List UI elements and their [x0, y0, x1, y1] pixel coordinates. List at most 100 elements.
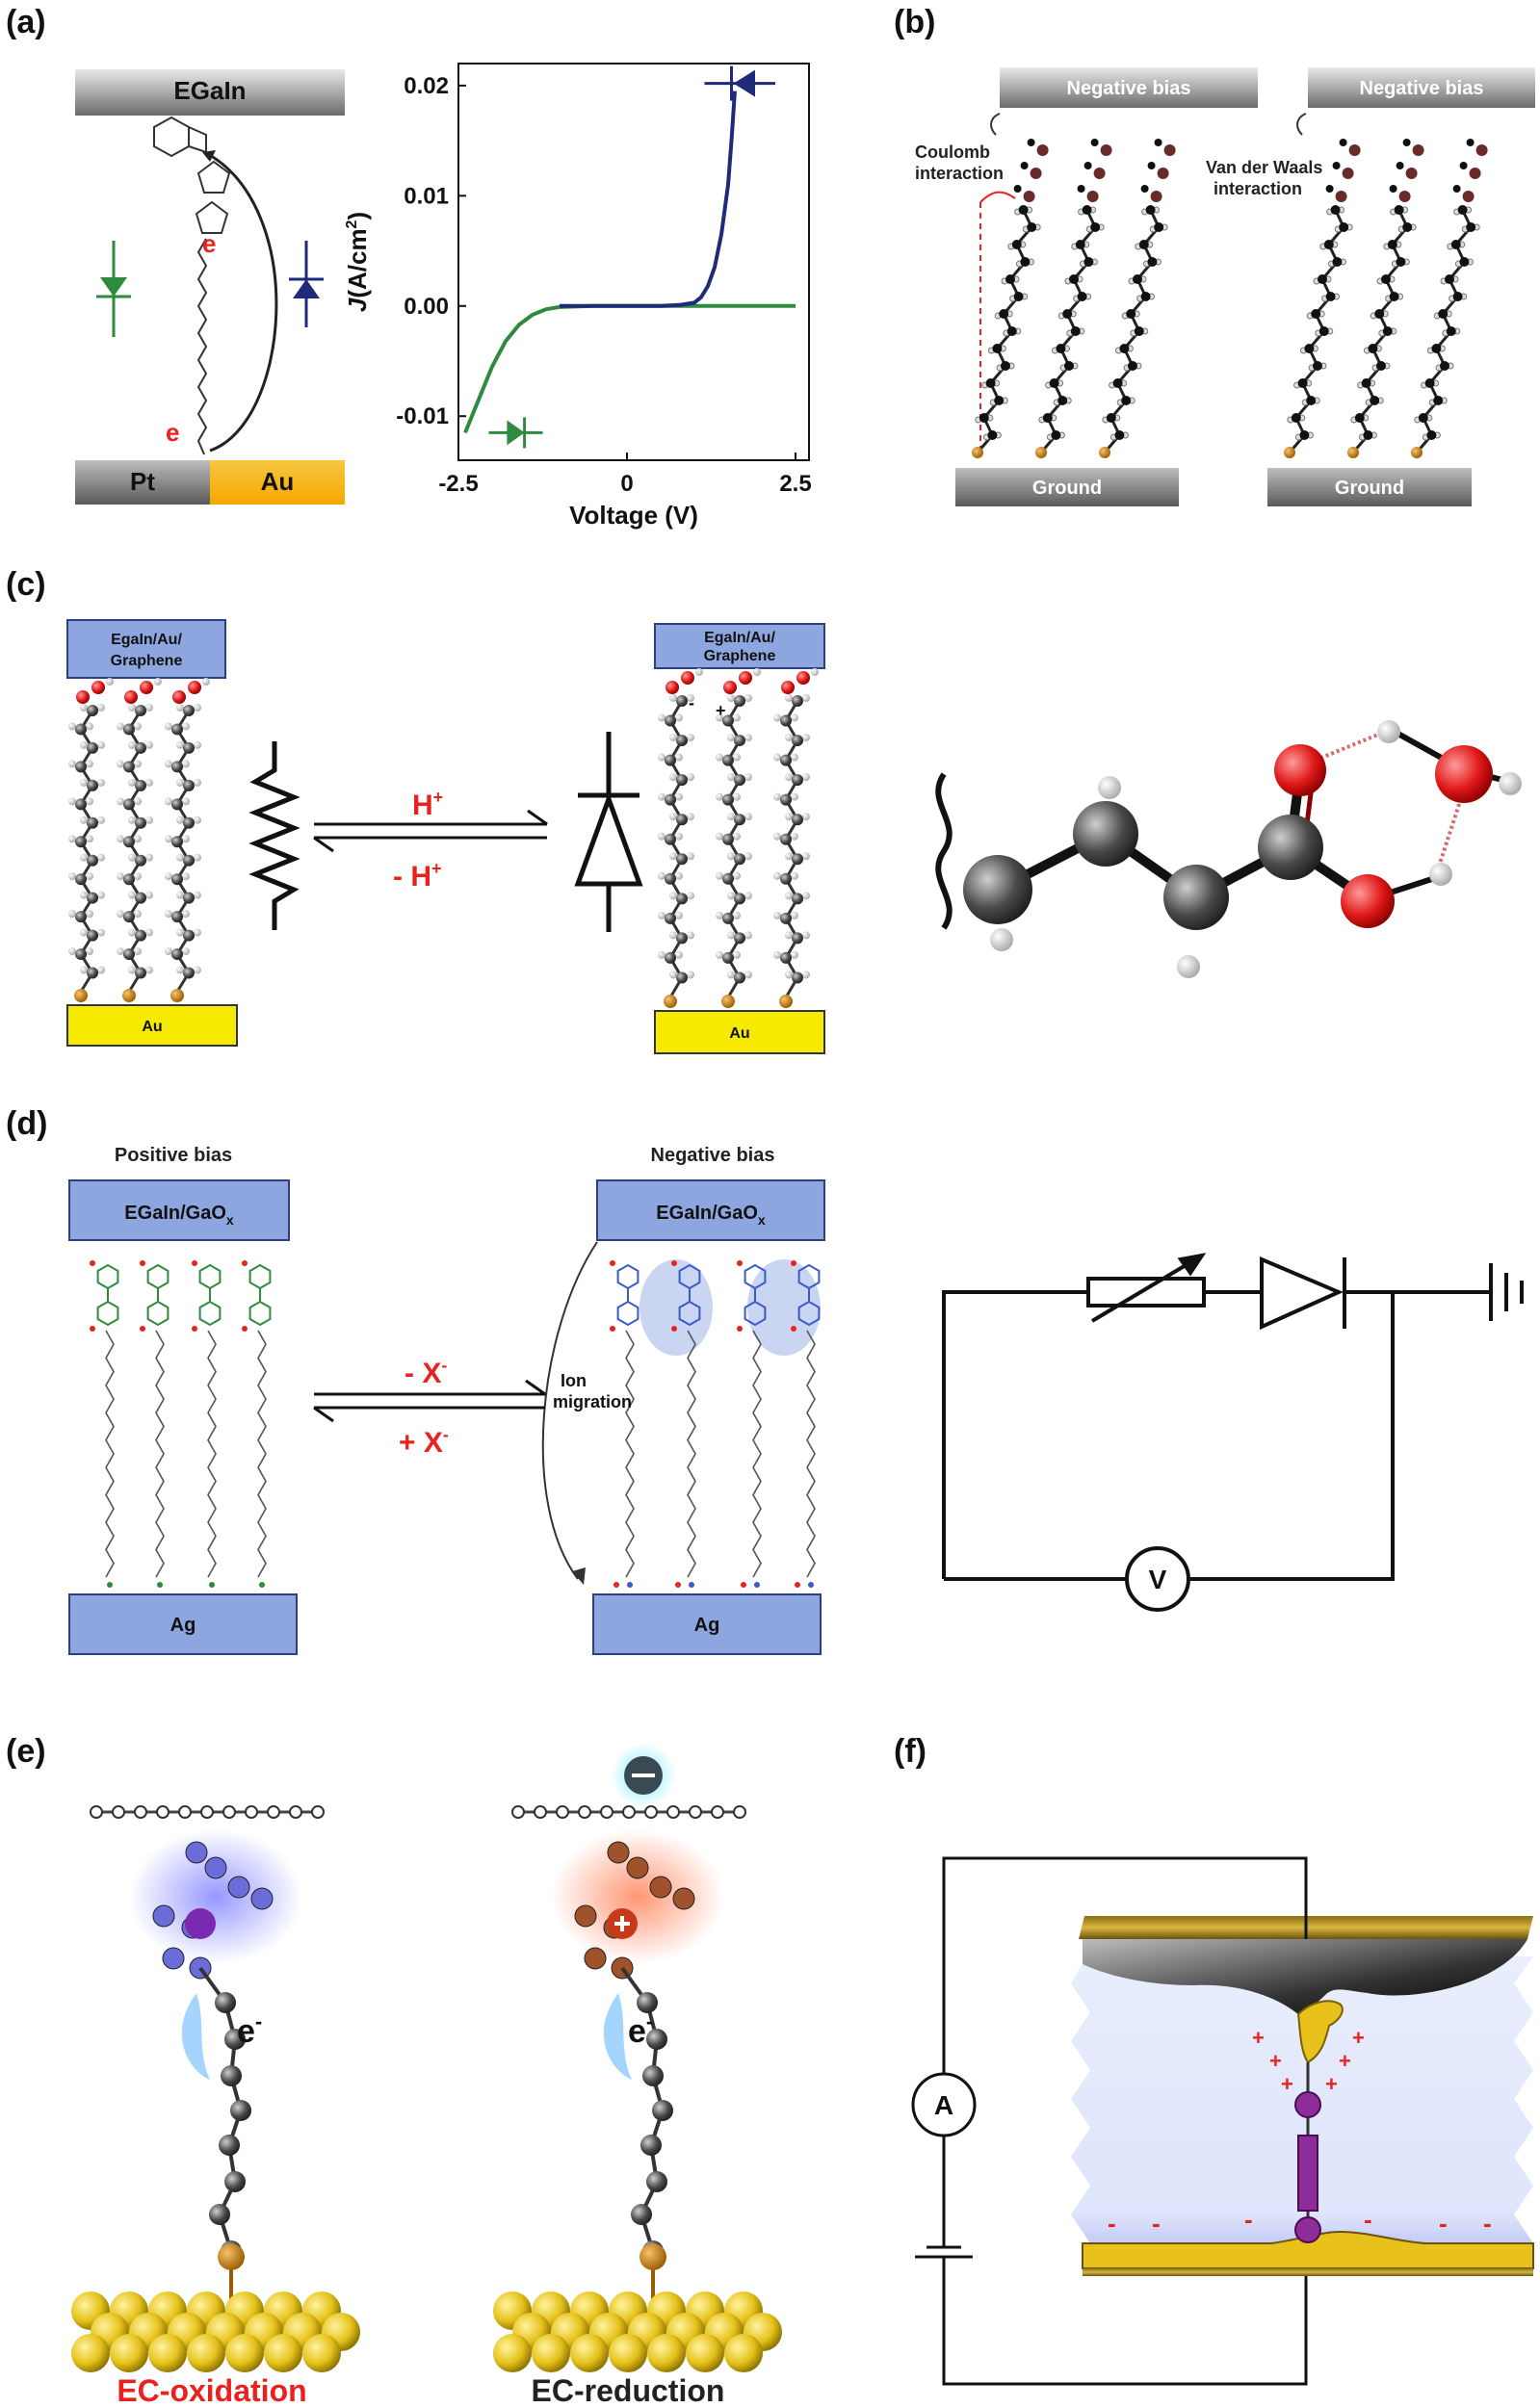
gold-atom [148, 2334, 187, 2372]
positive-bias-title: Positive bias [115, 1145, 232, 1166]
pyridinium-ring [96, 1300, 119, 1327]
y-axis-label: J(A/cm2) [343, 212, 372, 312]
hydrogen-atom [182, 760, 190, 768]
carbon-atom [1057, 396, 1068, 405]
hydrogen-atom [176, 704, 184, 712]
hydrogen-atom [176, 891, 184, 899]
carbon-atom [1466, 139, 1475, 146]
head-group-atom [152, 1904, 175, 1928]
au-electrode-left-c [66, 1004, 238, 1047]
graphene-atom [311, 1805, 325, 1819]
oxygen-atom [666, 681, 679, 694]
alkyl-chain-d [155, 1330, 165, 1578]
hydrogen-atom [744, 892, 752, 900]
hydrogen-atom [80, 778, 88, 787]
hydrogen-atom [80, 928, 88, 937]
hydrogen-atom [811, 668, 819, 676]
carbon-atom [676, 774, 688, 787]
hydrogen-atom [675, 753, 683, 762]
hydrogen-atom [716, 753, 723, 762]
panel-b: (b) Negative bias Negative bias Ground G… [894, 4, 1535, 506]
carbon-atom [1133, 274, 1142, 284]
plus-charge-c: + [716, 701, 726, 720]
carbon-atom [1027, 139, 1035, 146]
ground-electrode-left [955, 468, 1179, 506]
molecule-backbone-f [1297, 2135, 1318, 2212]
carbon-atom [722, 833, 734, 845]
hydrogen-atom [134, 722, 142, 731]
svg-text:+: + [1339, 2049, 1351, 2073]
hydrogen-atom [802, 971, 810, 979]
hydrogen-atom [68, 797, 76, 806]
carbon-atom [135, 779, 146, 791]
carbon-atom [1145, 205, 1156, 215]
graphene-atom [112, 1805, 125, 1819]
carbon-atom [87, 967, 98, 979]
hydrogen-atom [176, 966, 184, 974]
pyridinium-ring [616, 1263, 639, 1290]
hydrogen-atom [97, 816, 105, 824]
electron-label-oxidation: e- [237, 2009, 262, 2050]
carbon-atom [1005, 274, 1015, 284]
head-group-atom [1086, 191, 1099, 202]
head-group-atom [672, 1887, 695, 1910]
carbon-atom [1042, 413, 1053, 423]
carbon-atom [183, 816, 195, 829]
ground-electrode-right [1267, 468, 1472, 506]
vdw-pointer [1296, 113, 1307, 136]
top-electrode-right-c-line1: EgaIn/Au/ [704, 630, 775, 646]
hydrogen-atom [154, 678, 162, 686]
hydrogen-atom [86, 722, 93, 731]
carbon-atom [1382, 326, 1393, 336]
carbon-atom [1027, 222, 1037, 232]
anion-add-label: + X- [399, 1425, 449, 1459]
carbon-atom [123, 798, 135, 811]
hydrogen-atom [733, 911, 741, 919]
sulfur-atom [107, 1582, 113, 1588]
molecular-chains-d [90, 1259, 821, 1588]
carbon-atom [1402, 222, 1413, 232]
chain-backbone [726, 700, 742, 998]
carbon-atom [676, 735, 688, 747]
carbon-atom [792, 814, 803, 826]
hydrogen-atom [128, 704, 136, 712]
anion-x [90, 1326, 95, 1332]
carbon-atom [1114, 430, 1125, 440]
hydrogen-atom [182, 872, 190, 881]
carbon-atom [1396, 257, 1406, 267]
graphene-atom [245, 1805, 258, 1819]
plot-frame [457, 63, 810, 461]
oxygen-atom [681, 671, 694, 685]
hydrogen-atom [182, 722, 190, 731]
svg-text:+: + [1325, 2072, 1338, 2096]
hydrogen-atom [145, 704, 153, 712]
carbon-atom [1387, 240, 1397, 249]
hydrogen-atom [176, 928, 184, 937]
graphene-atom [644, 1805, 658, 1819]
carbon-atom [1446, 326, 1456, 336]
carbon-atom [642, 2065, 664, 2086]
carbon-atom [171, 873, 183, 886]
carbon-atom [75, 911, 87, 923]
sulfur-atom [1411, 447, 1423, 458]
carbon-atom [135, 854, 146, 867]
hydrogen-atom [687, 694, 694, 702]
carbon-atom [722, 714, 734, 727]
hydrogen-atom [716, 911, 723, 919]
head-group-atom [1030, 168, 1042, 179]
hydrogen-atom [773, 832, 781, 841]
hydrogen-atom [727, 734, 735, 742]
head-group-atom [162, 1947, 185, 1970]
sulfur-atom [689, 1582, 694, 1588]
sulfur-atom [1284, 447, 1295, 458]
carbon-atom [183, 892, 195, 904]
carbon-atom [1354, 413, 1365, 423]
negative-bias-label-left: Negative bias [1067, 78, 1191, 99]
hydrogen-atom [145, 778, 153, 787]
hydrogen-atom [791, 753, 798, 762]
carbon-atom [734, 814, 745, 826]
anchor-group-top [1294, 2091, 1321, 2118]
alkyl-chain-d [207, 1330, 217, 1578]
carbon-atom [722, 951, 734, 964]
hydrogen-atom [716, 871, 723, 880]
